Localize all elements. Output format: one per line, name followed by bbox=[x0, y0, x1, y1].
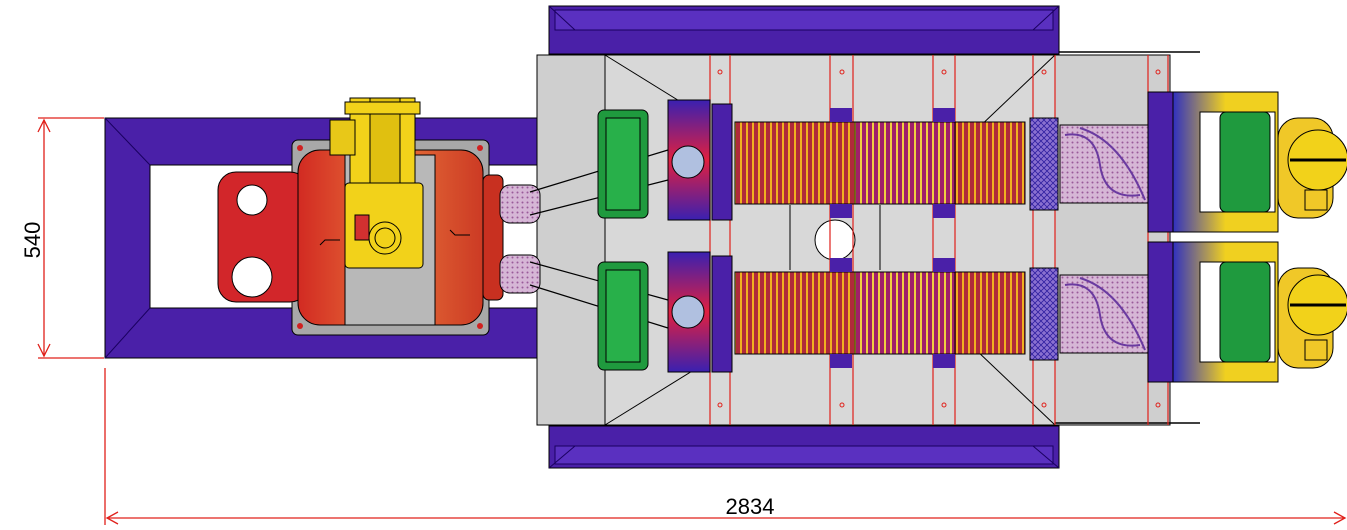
width-label: 2834 bbox=[726, 494, 775, 519]
top-frame bbox=[548, 5, 1060, 55]
gearbox-icon bbox=[329, 97, 424, 269]
guide-bolts bbox=[717, 69, 1161, 408]
roller-row-bottom bbox=[597, 251, 1149, 373]
height-label: 540 bbox=[20, 222, 45, 259]
coupling-icon bbox=[499, 184, 541, 294]
width-dimension bbox=[104, 368, 1347, 525]
bottom-frame bbox=[548, 425, 1060, 469]
outlet-icon bbox=[1147, 91, 1347, 383]
height-dimension bbox=[37, 117, 104, 359]
roller-row-top bbox=[597, 99, 1149, 221]
